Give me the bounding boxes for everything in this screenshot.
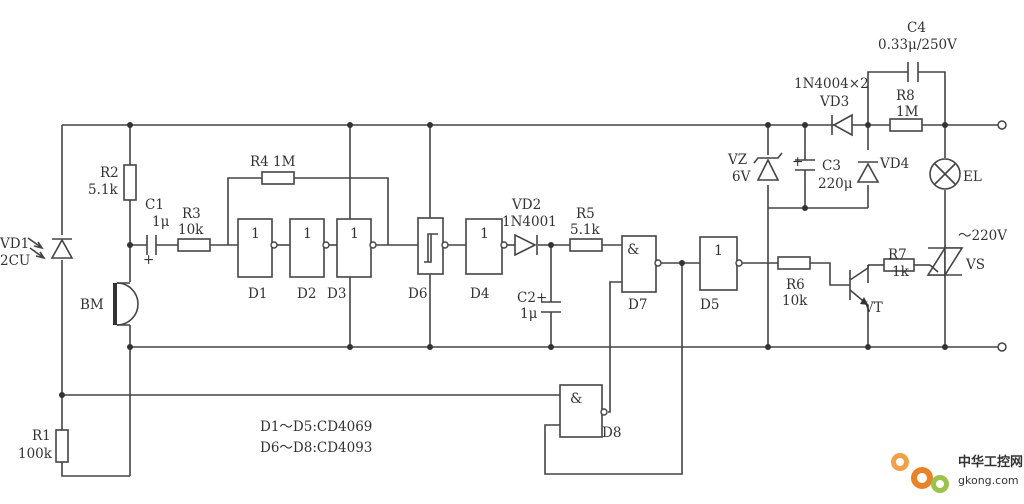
- c1-label: C1: [145, 197, 164, 213]
- c2-plus: +: [536, 290, 547, 306]
- d2-label: D2: [297, 286, 316, 302]
- r5-value: 5.1k: [570, 222, 600, 238]
- r5-label: R5: [576, 206, 595, 222]
- d2-symbol: 1: [303, 226, 312, 242]
- note-line-1: D1～D5:CD4069: [260, 419, 372, 435]
- c3-capacitor: [795, 150, 815, 180]
- c1-plus: +: [143, 252, 154, 268]
- vd1-photodiode: [27, 237, 74, 260]
- d3-inverter: [336, 218, 372, 278]
- vt-transistor: [849, 265, 869, 325]
- el-label: EL: [963, 169, 982, 185]
- vd1-label: VD1: [0, 236, 29, 252]
- r6-resistor: [777, 256, 811, 270]
- d7-symbol: &: [627, 242, 639, 258]
- c2-value: 1μ: [520, 306, 538, 322]
- c1-capacitor: [146, 235, 157, 255]
- vs-label: VS: [965, 257, 985, 273]
- wires: [61, 71, 998, 477]
- mains-label: ～220V: [958, 228, 1007, 244]
- vd3-label: VD3: [819, 94, 849, 110]
- d5-symbol: 1: [714, 243, 723, 259]
- vs-triac: [926, 245, 964, 278]
- r6-value: 10k: [782, 293, 808, 309]
- c1-value: 1μ: [152, 214, 170, 230]
- vt-label: VT: [863, 300, 883, 316]
- c3-value: 220μ: [818, 176, 853, 192]
- bm-label: BM: [80, 297, 104, 313]
- junctions: [59, 122, 948, 398]
- terminal-top: [997, 120, 1007, 130]
- d8-symbol: &: [570, 391, 582, 407]
- bm-microphone: [113, 282, 139, 326]
- vd4-diode: [856, 161, 880, 183]
- r2-label: R2: [100, 165, 119, 181]
- r2-resistor: [123, 164, 137, 201]
- gkong-watermark: 中华工控网 gkong.com: [891, 453, 1023, 493]
- vd1-type-label: 2CU: [0, 253, 30, 269]
- r3-resistor: [177, 238, 211, 252]
- r3-value: 10k: [178, 222, 204, 238]
- c4-value: 0.33μ/250V: [878, 37, 957, 53]
- schmitt-icon: [424, 233, 438, 263]
- note-line-2: D6～D8:CD4093: [260, 440, 372, 456]
- vz-value: 6V: [732, 169, 751, 185]
- c2-label: C2: [517, 290, 536, 306]
- diode-pair-label: 1N4004×2: [794, 76, 869, 92]
- r4-resistor: [261, 171, 295, 185]
- vd2-type-label: 1N4001: [502, 214, 557, 230]
- d2-inverter: [289, 218, 325, 278]
- r7-resistor: [883, 258, 915, 272]
- r1-label: R1: [32, 428, 51, 444]
- watermark-url: gkong.com: [958, 474, 1019, 487]
- r8-value: 1M: [896, 104, 919, 120]
- vd3-diode: [831, 113, 853, 137]
- d1-label: D1: [248, 286, 267, 302]
- d7-label: D7: [628, 297, 647, 313]
- el-lamp: [929, 158, 961, 190]
- r6-label: R6: [786, 277, 805, 293]
- d4-label: D4: [470, 286, 489, 302]
- c4-label: C4: [907, 20, 926, 36]
- vd4-label: VD4: [879, 156, 909, 172]
- d3-label: D3: [327, 286, 346, 302]
- r5-resistor: [569, 238, 603, 252]
- vz-label: VZ: [727, 152, 747, 168]
- r1-resistor: [55, 429, 69, 463]
- d3-symbol: 1: [350, 226, 359, 242]
- c3-label: C3: [822, 158, 841, 174]
- d8-label: D8: [602, 425, 621, 441]
- gear-icon: [891, 453, 949, 493]
- d6-schmitt-trigger: [417, 217, 444, 275]
- d4-inverter: [465, 218, 503, 275]
- d7-nand-gate: [621, 235, 657, 293]
- r7-label: R7: [888, 247, 907, 263]
- r2-value: 5.1k: [88, 182, 118, 198]
- r8-label: R8: [896, 88, 915, 104]
- c4-capacitor: [907, 62, 919, 82]
- c2-capacitor: [541, 301, 561, 313]
- r3-label: R3: [182, 206, 201, 222]
- r7-value: 1k: [892, 264, 910, 280]
- vz-zener-diode: [753, 152, 783, 181]
- d5-label: D5: [700, 297, 719, 313]
- r4-label: R4 1M: [250, 154, 296, 170]
- r1-value: 100k: [18, 446, 53, 462]
- vd2-label: VD2: [511, 197, 541, 213]
- watermark-cn: 中华工控网: [958, 454, 1023, 470]
- terminal-bottom: [997, 342, 1007, 352]
- r8-resistor: [889, 118, 923, 132]
- c3-plus: +: [792, 154, 803, 170]
- d4-symbol: 1: [480, 226, 489, 242]
- d6-label: D6: [408, 286, 427, 302]
- d1-symbol: 1: [251, 226, 260, 242]
- vd2-diode: [514, 233, 538, 257]
